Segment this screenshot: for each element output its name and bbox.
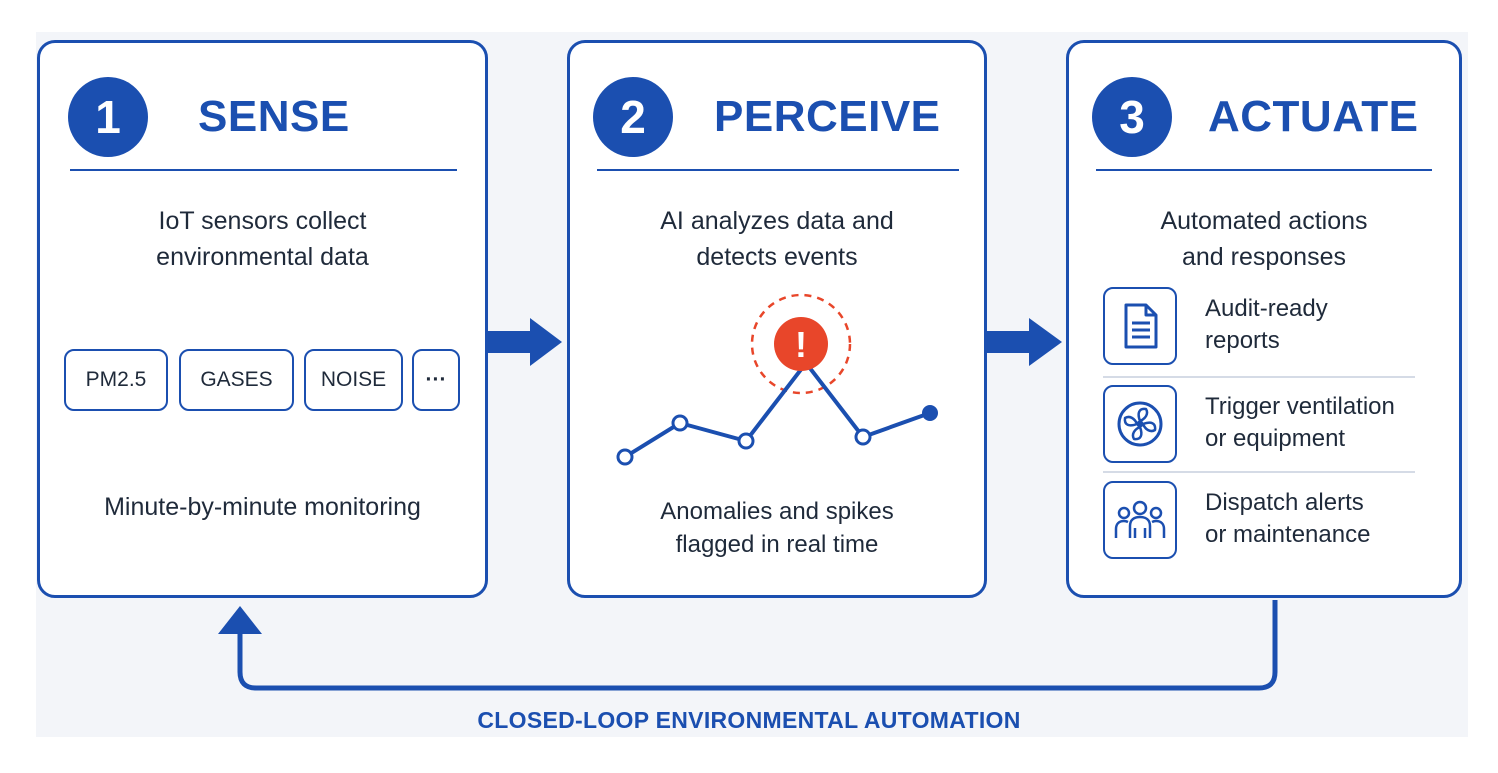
actuate-card: 3 ACTUATE Automated actions and response…	[1066, 40, 1462, 598]
title-divider	[70, 169, 457, 171]
step-description: AI analyzes data and detects events	[660, 207, 894, 271]
step-title: PERCEIVE	[714, 92, 941, 141]
signal-point	[671, 414, 689, 432]
arrow-sense-to-perceive	[488, 318, 562, 366]
arrow-perceive-to-actuate	[987, 318, 1062, 366]
action-divider	[1103, 471, 1415, 473]
fan-icon	[1103, 385, 1177, 463]
anomaly-line-illustration: !	[616, 293, 938, 466]
step-description: IoT sensors collect environmental data	[156, 207, 369, 271]
sensor-chip-more: ···	[412, 349, 460, 411]
sensor-chip-pm25: PM2.5	[64, 349, 168, 411]
title-divider	[597, 169, 959, 171]
sensor-chip-gases: GASES	[179, 349, 294, 411]
step-description: Automated actions and responses	[1160, 207, 1368, 271]
step-number-badge: 2	[593, 77, 673, 157]
signal-point-latest	[922, 405, 938, 421]
signal-point	[616, 448, 634, 466]
signal-line	[623, 361, 931, 459]
alert-glyph: !	[795, 324, 807, 365]
people-icon	[1103, 481, 1177, 559]
document-icon	[1103, 287, 1177, 365]
action-divider	[1103, 376, 1415, 378]
monitoring-caption: Minute-by-minute monitoring	[104, 493, 421, 521]
step-number-badge: 3	[1092, 77, 1172, 157]
signal-point	[737, 432, 755, 450]
sense-card: 1 SENSE IoT sensors collect environmenta…	[37, 40, 488, 598]
step-title: SENSE	[198, 92, 350, 141]
loop-back-arrow	[218, 600, 1278, 691]
action-label: Dispatch alerts or maintenance	[1205, 489, 1371, 548]
perceive-card: 2 PERCEIVE AI analyzes data and detects …	[567, 40, 987, 598]
action-dispatch: Dispatch alerts or maintenance	[1103, 481, 1415, 563]
signal-point	[854, 428, 872, 446]
step-number-badge: 1	[68, 77, 148, 157]
action-ventilation: Trigger ventilation or equipment	[1103, 385, 1415, 467]
action-label: Audit-ready reports	[1205, 295, 1328, 354]
alert-icon	[774, 317, 828, 371]
action-reports: Audit-ready reports	[1103, 287, 1415, 369]
alert-halo	[750, 293, 852, 395]
step-title: ACTUATE	[1208, 92, 1419, 141]
action-label: Trigger ventilation or equipment	[1205, 393, 1395, 452]
sensor-chip-noise: NOISE	[304, 349, 403, 411]
anomaly-caption: Anomalies and spikes flagged in real tim…	[660, 498, 894, 558]
title-divider	[1096, 169, 1432, 171]
loop-label: CLOSED-LOOP ENVIRONMENTAL AUTOMATION	[477, 707, 1021, 733]
